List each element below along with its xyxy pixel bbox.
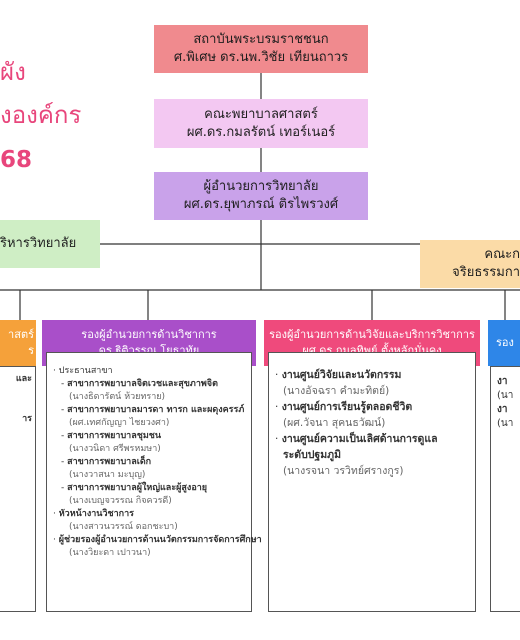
- list-item-text: (นางวนิดา ศรีพรหมษา): [69, 444, 161, 454]
- institute-head: ศ.พิเศษ ดร.นพ.วิชัย เทียนถาวร: [173, 50, 349, 65]
- bullet-icon: ·: [53, 535, 59, 545]
- list-item: (นางรจนา วรวิทย์ศรางกูร): [275, 463, 469, 479]
- list-item-text: งานศูนย์การเรียนรู้ตลอดชีวิต: [281, 401, 413, 413]
- list-item: · งานศูนย์วิจัยและนวัตกรรม: [275, 367, 469, 383]
- right-column-fragment-4: (นา: [497, 418, 514, 429]
- list-item: (ผศ.วัจนา สุคนธวัฒน์): [275, 415, 469, 431]
- bullet-icon: ·: [53, 509, 59, 519]
- research-item-list: · งานศูนย์วิจัยและนวัตกรรม (นางอัจฉรา คำม…: [275, 367, 469, 479]
- list-item-text: ระดับปฐมภูมิ: [283, 449, 341, 461]
- chart-title-line3: 68: [0, 147, 33, 173]
- bullet-icon: -: [61, 431, 68, 441]
- institute-box: สถาบันพระบรมราชชนก ศ.พิเศษ ดร.นพ.วิชัย เ…: [154, 25, 368, 73]
- list-item-text: สาขาการพยาบาลผู้ใหญ่และผู้สูงอายุ: [67, 483, 208, 493]
- list-item-text: (นางวิยะดา เปาวนา): [69, 548, 151, 558]
- list-item-text: งานศูนย์ความเป็นเลิศด้านการดูแล: [281, 433, 438, 445]
- admin-committee-label: ริหารวิทยาลัย: [0, 236, 77, 251]
- list-item: (ผศ.เทศกัญญา ไชยวงศา): [53, 417, 245, 430]
- director-box: ผู้อำนวยการวิทยาลัย ผศ.ดร.ยุพาภรณ์ ติรไพ…: [154, 172, 368, 220]
- research-head-title: รองผู้อำนวยการด้านวิจัยและบริการวิชาการ: [269, 328, 475, 341]
- list-item: (นางธิดารัตน์ ห้วยทราย): [53, 391, 245, 404]
- dean-box: คณะพยาบาลศาสตร์ ผศ.ดร.กมลรัตน์ เทอร์เนอร…: [154, 99, 368, 148]
- list-item: - สาขาการพยาบาลเด็ก: [53, 456, 245, 469]
- ethics-committee-box: คณะก จริยธรรมกา: [420, 240, 520, 288]
- academic-column-body: · ประธานสาขา- สาขาการพยาบาลจิตเวชและสุขภ…: [46, 352, 262, 612]
- left-column-head-line1: าสตร์: [8, 328, 34, 341]
- left-column-fragment-1: และ: [15, 374, 32, 384]
- list-item: · ผู้ช่วยรองผู้อำนวยการด้านนวัตกรรมการจั…: [53, 534, 262, 547]
- institute-name: สถาบันพระบรมราชชนก: [193, 32, 329, 47]
- ethics-committee-line1: คณะก: [484, 247, 520, 262]
- list-item-text: (นางสาวนวรรณ์ ดอกชะบา): [69, 522, 178, 532]
- bullet-icon: ·: [275, 401, 282, 413]
- research-column-body: · งานศูนย์วิจัยและนวัตกรรม (นางอัจฉรา คำม…: [268, 352, 476, 612]
- director-title: ผู้อำนวยการวิทยาลัย: [203, 179, 319, 194]
- bullet-icon: ·: [53, 366, 59, 376]
- chart-title-line1: ผัง: [0, 58, 26, 86]
- academic-head-title: รองผู้อำนวยการด้านวิชาการ: [81, 328, 217, 341]
- list-item-text: สาขาการพยาบาลมารดา ทารก และผดุงครรภ์: [67, 405, 245, 415]
- list-item: (นางอัจฉรา คำมะทิตย์): [275, 383, 469, 399]
- list-item: (นางเบญจวรรณ กิจควรดี): [53, 495, 245, 508]
- list-item-text: ประธานสาขา: [58, 366, 113, 376]
- list-item: · หัวหน้างานวิชาการ: [53, 508, 245, 521]
- right-column-fragment-3: งา: [497, 404, 508, 415]
- list-item: - สาขาการพยาบาลชุมชน: [53, 430, 245, 443]
- list-item: · ประธานสาขา: [53, 365, 245, 378]
- right-column-fragment-2: (นา: [497, 390, 514, 401]
- right-column-header: รอง: [488, 320, 520, 366]
- list-item-text: (นางอัจฉรา คำมะทิตย์): [283, 385, 390, 397]
- list-item-text: (ผศ.วัจนา สุคนธวัฒน์): [283, 417, 386, 429]
- list-item: (นางวาสนา มะบุญ): [53, 469, 245, 482]
- left-column-header: าสตร์ ร: [0, 320, 36, 366]
- right-column-head-label: รอง: [496, 336, 514, 349]
- list-item: · งานศูนย์การเรียนรู้ตลอดชีวิต: [275, 399, 469, 415]
- ethics-committee-line2: จริยธรรมกา: [452, 265, 520, 280]
- list-item-text: ผู้ช่วยรองผู้อำนวยการด้านนวัตกรรมการจัดก…: [58, 535, 262, 545]
- list-item-text: สาขาการพยาบาลเด็ก: [67, 457, 152, 467]
- list-item-text: (นางธิดารัตน์ ห้วยทราย): [69, 392, 166, 402]
- left-column-fragment-2: าร: [22, 414, 32, 424]
- dean-name: ผศ.ดร.กมลรัตน์ เทอร์เนอร์: [186, 124, 336, 140]
- list-item-text: (นางวาสนา มะบุญ): [69, 470, 146, 480]
- list-item-text: สาขาการพยาบาลจิตเวชและสุขภาพจิต: [67, 379, 218, 389]
- director-name: ผศ.ดร.ยุพาภรณ์ ติรไพรวงศ์: [183, 197, 339, 212]
- list-item: (นางวนิดา ศรีพรหมษา): [53, 443, 245, 456]
- list-item-text: (นางเบญจวรรณ กิจควรดี): [69, 496, 172, 506]
- bullet-icon: -: [61, 379, 68, 389]
- list-item-text: สาขาการพยาบาลชุมชน: [67, 431, 162, 441]
- list-item: (นางสาวนวรรณ์ ดอกชะบา): [53, 521, 245, 534]
- list-item: - สาขาการพยาบาลมารดา ทารก และผดุงครรภ์: [53, 404, 245, 417]
- bullet-icon: -: [61, 457, 68, 467]
- right-column-fragment-1: งา: [497, 376, 508, 387]
- list-item: · งานศูนย์ความเป็นเลิศด้านการดูแล: [275, 431, 469, 447]
- left-column-body: และ าร: [0, 366, 36, 612]
- bullet-icon: ·: [275, 433, 282, 445]
- right-column-body: งา (นา งา (นา: [490, 366, 520, 612]
- admin-committee-box: ริหารวิทยาลัย: [0, 220, 100, 268]
- bullet-icon: -: [61, 483, 68, 493]
- bullet-icon: -: [61, 405, 68, 415]
- list-item: - สาขาการพยาบาลผู้ใหญ่และผู้สูงอายุ: [53, 482, 245, 495]
- list-item-text: (ผศ.เทศกัญญา ไชยวงศา): [69, 418, 170, 428]
- list-item: (นางวิยะดา เปาวนา): [53, 547, 245, 560]
- faculty-name: คณะพยาบาลศาสตร์: [204, 106, 318, 122]
- list-item: ระดับปฐมภูมิ: [275, 447, 469, 463]
- list-item-text: หัวหน้างานวิชาการ: [58, 509, 135, 519]
- chart-title-line2: งองค์กร: [0, 101, 82, 129]
- bullet-icon: ·: [275, 369, 282, 381]
- list-item-text: (นางรจนา วรวิทย์ศรางกูร): [283, 465, 404, 477]
- academic-item-list: · ประธานสาขา- สาขาการพยาบาลจิตเวชและสุขภ…: [53, 365, 262, 560]
- left-column-head-line2: ร: [28, 344, 34, 357]
- list-item-text: งานศูนย์วิจัยและนวัตกรรม: [281, 369, 402, 381]
- list-item: - สาขาการพยาบาลจิตเวชและสุขภาพจิต: [53, 378, 245, 391]
